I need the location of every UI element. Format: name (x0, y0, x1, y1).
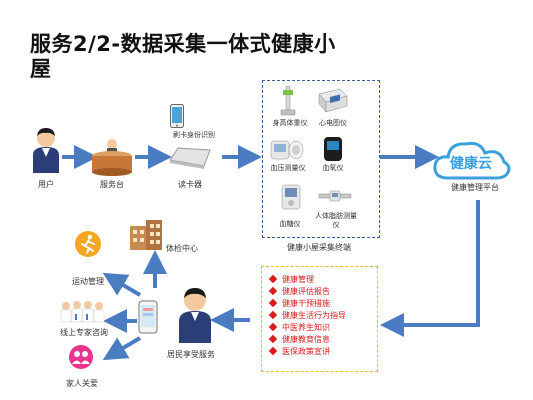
expert-label: 线上专家咨询 (60, 328, 108, 337)
platform-label: 健康管理平台 (451, 183, 499, 192)
blood-pressure-device-icon (270, 137, 304, 161)
diamond-bullet-icon (268, 334, 278, 344)
card-reader-icon (168, 146, 212, 170)
diamond-bullet-icon (268, 286, 278, 296)
id-recognition-label: 刷卡身份识别 (173, 131, 215, 139)
user-label: 用户 (38, 180, 54, 189)
phone-icon (170, 104, 184, 128)
building-icon (128, 218, 164, 250)
device-label-body-fat: 人体脂肪测量仪 (315, 212, 357, 229)
oximeter-device-icon (322, 136, 344, 162)
service-item: 健康教育信息 (268, 334, 346, 346)
family-care-icon (68, 344, 94, 370)
device-label-ecg: 心电图仪 (319, 119, 347, 127)
page-title: 服务2/2-数据采集一体式健康小屋 (30, 32, 350, 82)
service-desk-icon (90, 138, 134, 176)
cloud-text: 健康云 (450, 155, 492, 172)
service-item: 健康管理 (268, 274, 346, 286)
device-label-height-weight: 身高体重仪 (272, 119, 308, 127)
terminal-box (262, 80, 380, 238)
services-list: 健康管理 健康评估报告 健康干预措施 健康生活行为指导 中医养生知识 健康教育信… (268, 274, 346, 358)
arrow-cloud-services (380, 200, 480, 337)
diamond-bullet-icon (268, 322, 278, 332)
service-item: 健康生活行为指导 (268, 310, 346, 322)
resident-phone-icon (138, 300, 158, 334)
device-label-blood-pressure: 血压测量仪 (270, 164, 306, 172)
height-weight-device-icon (280, 86, 296, 116)
services-box (261, 266, 378, 372)
service-item: 医保政策宣讲 (268, 346, 346, 358)
glucose-meter-icon (281, 184, 301, 210)
user-person-icon (28, 125, 64, 173)
card-reader-label: 读卡器 (178, 180, 202, 189)
doctors-group-icon (58, 298, 110, 324)
running-person-icon (74, 230, 102, 258)
body-fat-device-icon (318, 186, 352, 206)
terminal-label: 健康小屋采集终端 (287, 243, 351, 252)
diamond-bullet-icon (268, 274, 278, 284)
resident-service-label: 居民享受服务 (167, 350, 215, 359)
page-title-text: 服务2/2-数据采集一体式健康小屋 (30, 32, 336, 81)
exercise-label: 运动管理 (72, 277, 104, 286)
arrow-resident-exercise (102, 272, 142, 297)
health-cloud-icon: 健康云 (430, 138, 514, 182)
service-desk-label: 服务台 (100, 180, 124, 189)
ecg-device-icon (318, 88, 348, 114)
resident-person-icon (175, 285, 215, 343)
diamond-bullet-icon (268, 298, 278, 308)
diamond-bullet-icon (268, 310, 278, 320)
diamond-bullet-icon (268, 346, 278, 356)
service-item: 中医养生知识 (268, 322, 346, 334)
device-label-oximeter: 血氧仪 (322, 164, 344, 172)
service-item: 健康干预措施 (268, 298, 346, 310)
family-label: 家人关爱 (66, 379, 98, 388)
arrow-resident-family (102, 336, 142, 361)
service-item: 健康评估报告 (268, 286, 346, 298)
physical-center-label: 体检中心 (166, 244, 198, 253)
device-label-glucose: 血糖仪 (279, 220, 301, 228)
